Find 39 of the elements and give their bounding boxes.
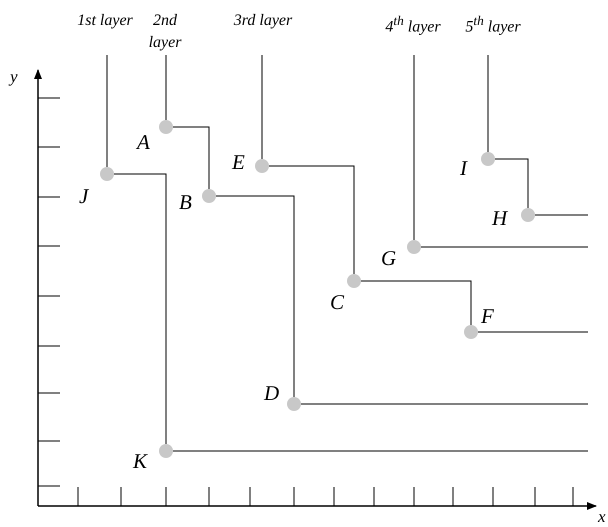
- layer-label: 2nd layer: [135, 10, 195, 54]
- layer-label: 3rd layer: [233, 10, 293, 32]
- connector-line: [534, 214, 588, 216]
- data-point: [255, 159, 269, 173]
- data-point: [464, 325, 478, 339]
- connector-line: [114, 174, 166, 444]
- point-label: C: [330, 291, 344, 313]
- layer-label: 5$^{th}$ layer: [463, 10, 523, 38]
- data-point: [521, 208, 535, 222]
- point-label: E: [232, 151, 245, 173]
- point-label: K: [133, 450, 148, 472]
- axis-label: y: [10, 68, 18, 86]
- data-point: [202, 189, 216, 203]
- data-point: [481, 152, 495, 166]
- point-label: F: [481, 305, 494, 327]
- axis-label: x: [598, 508, 606, 526]
- data-point: [287, 397, 301, 411]
- point-label: G: [381, 247, 396, 269]
- connector-line: [360, 280, 472, 326]
- data-point: [100, 167, 114, 181]
- data-point: [407, 240, 421, 254]
- connector-line: [268, 166, 354, 274]
- data-point: [159, 120, 173, 134]
- connector-line: [172, 450, 588, 452]
- data-point: [159, 444, 173, 458]
- leader-line: [106, 54, 108, 168]
- point-label: H: [492, 207, 508, 229]
- point-label: A: [137, 131, 150, 153]
- layer-label: 4$^{th}$ layer: [383, 10, 443, 38]
- layer-label: 1st layer: [75, 10, 135, 32]
- point-label: I: [460, 157, 467, 179]
- connector-line: [216, 196, 294, 398]
- connector-line: [494, 158, 528, 208]
- connector-line: [172, 126, 210, 190]
- connector-line: [420, 246, 588, 248]
- point-label: D: [264, 382, 280, 404]
- point-label: B: [179, 191, 192, 213]
- data-point: [347, 274, 361, 288]
- point-label: J: [79, 185, 88, 207]
